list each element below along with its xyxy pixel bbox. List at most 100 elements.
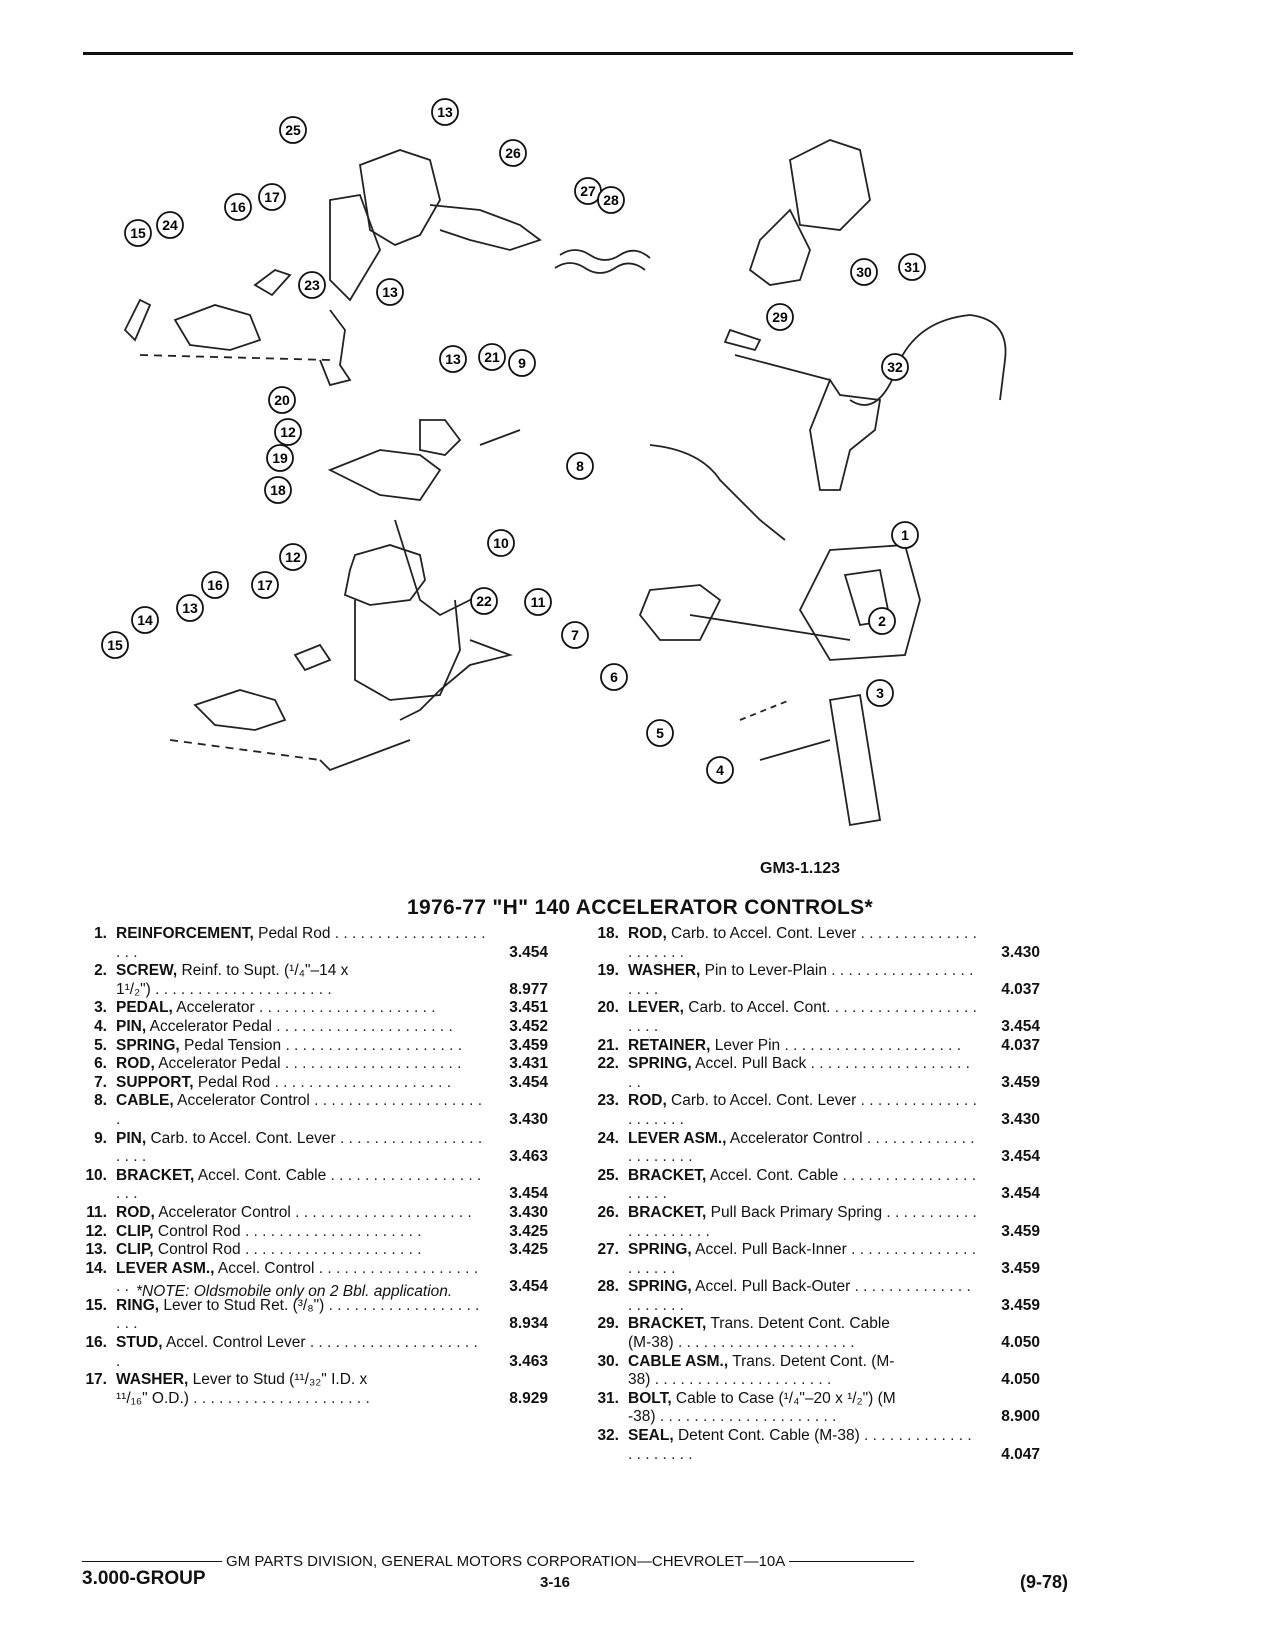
- group-code: 4.050: [1001, 1371, 1040, 1389]
- group-code: 4.037: [1001, 980, 1040, 998]
- callout-13: 13: [431, 98, 459, 126]
- part-number: 4.: [94, 1017, 107, 1035]
- group-code: 8.929: [509, 1389, 548, 1407]
- part-detail: Cable to Case (¹/₄"–20 x ¹/₂") (M -38): [628, 1389, 896, 1426]
- part-description: WASHER, Pin to Lever-Plain . . . . . . .…: [628, 962, 978, 999]
- group-code: 3.452: [509, 1017, 548, 1035]
- callout-13: 13: [439, 345, 467, 373]
- part-number: 28.: [597, 1278, 619, 1296]
- part-number: 30.: [597, 1352, 619, 1370]
- part-detail: Control Rod: [153, 1222, 241, 1240]
- dot-leaders: . . . . . . . . . . . . . . . . . . . . …: [673, 1334, 855, 1352]
- part-detail: Accelerator Control: [154, 1203, 291, 1221]
- group-code: 3.425: [509, 1241, 548, 1259]
- part-name: BRACKET,: [628, 1315, 707, 1333]
- callout-label: 31: [904, 259, 920, 275]
- callout-16: 16: [224, 193, 252, 221]
- callout-21: 21: [478, 343, 506, 371]
- part-name: WASHER,: [116, 1371, 189, 1389]
- callout-label: 13: [445, 351, 461, 367]
- dot-leaders: . . . . . . . . . . . . . . . . . . . . …: [650, 1371, 832, 1389]
- part-row: 10. BRACKET, Accel. Cont. Cable . . . . .…: [78, 1167, 548, 1204]
- group-code: 8.900: [1001, 1408, 1040, 1426]
- callout-label: 26: [505, 145, 521, 161]
- callout-27: 27: [574, 177, 602, 205]
- callout-label: 17: [264, 189, 280, 205]
- callout-label: 14: [137, 612, 153, 628]
- part-description: BRACKET, Accel. Cont. Cable . . . . . . …: [116, 1167, 486, 1204]
- callout-label: 15: [130, 225, 146, 241]
- part-name: LEVER ASM.,: [116, 1259, 215, 1277]
- callout-label: 8: [576, 458, 584, 474]
- part-number: 21.: [597, 1036, 619, 1054]
- dot-leaders: . . . . . . . . . . . . . . . . . . . . …: [280, 1055, 462, 1073]
- part-number: 18.: [597, 925, 619, 942]
- group-code: 3.454: [1001, 1185, 1040, 1203]
- part-detail: Accelerator Pedal: [146, 1017, 272, 1035]
- part-name: RING,: [116, 1296, 160, 1314]
- callout-15: 15: [124, 219, 152, 247]
- callout-23: 23: [298, 271, 326, 299]
- part-number: 19.: [597, 962, 619, 980]
- footer-date: (9-78): [1020, 1572, 1069, 1592]
- part-detail: Carb. to Accel. Cont.: [683, 999, 831, 1017]
- callout-1: 1: [891, 521, 919, 549]
- group-code: 3.454: [1001, 1017, 1040, 1035]
- part-detail: Detent Cont. Cable (M-38): [673, 1427, 860, 1445]
- part-row: 19. WASHER, Pin to Lever-Plain . . . . . …: [590, 962, 1040, 999]
- dot-leaders: . . . . . . . . . . . . . . . . . . . . …: [116, 1166, 482, 1203]
- dot-leaders: . . . . . . . . . . . . . . . . . . . . …: [270, 1073, 452, 1091]
- callout-label: 24: [162, 217, 178, 233]
- group-code: 3.430: [509, 1110, 548, 1128]
- part-row: 13.CLIP, Control Rod . . . . . . . . . .…: [78, 1241, 548, 1260]
- part-number: 29.: [597, 1315, 619, 1333]
- part-detail: Accelerator: [172, 999, 255, 1017]
- group-code: 3.463: [509, 1352, 548, 1370]
- part-name: CLIP,: [116, 1241, 154, 1259]
- part-row: 16.STUD, Accel. Control Lever . . . . . …: [78, 1334, 548, 1371]
- part-row: 15. RING, Lever to Stud Ret. (³/₈") . . .…: [78, 1297, 548, 1334]
- parts-list-right: 18.ROD, Carb. to Accel. Cont. Lever . . …: [590, 925, 1040, 1464]
- dot-leaders: . . . . . . . . . . . . . . . . . . . . …: [116, 1092, 483, 1128]
- part-description: BRACKET, Trans. Detent Cont. Cable (M-38…: [628, 1315, 978, 1352]
- part-description: PIN, Accelerator Pedal . . . . . . . . .…: [116, 1018, 486, 1037]
- callout-2: 2: [868, 607, 896, 635]
- dot-leaders: . . . . . . . . . . . . . . . . . . . . …: [628, 1241, 977, 1277]
- callout-label: 13: [437, 104, 453, 120]
- part-number: 25.: [597, 1166, 619, 1184]
- page-title: 1976-77 "H" 140 ACCELERATOR CONTROLS*: [407, 896, 873, 919]
- part-detail: Lever to Stud (¹¹/₃₂" I.D. x ¹¹/₁₆" O.D.…: [116, 1371, 368, 1407]
- group-code: 3.430: [509, 1203, 548, 1221]
- part-description: BOLT, Cable to Case (¹/₄"–20 x ¹/₂") (M …: [628, 1390, 978, 1427]
- group-code: 3.454: [509, 1278, 548, 1296]
- part-detail: Pedal Tension: [179, 1036, 282, 1054]
- part-name: PEDAL,: [116, 999, 173, 1017]
- part-description: RING, Lever to Stud Ret. (³/₈") . . . . …: [116, 1297, 486, 1334]
- dot-leaders: . . . . . . . . . . . . . . . . . . . . …: [116, 1334, 478, 1370]
- callout-label: 32: [887, 359, 903, 375]
- footer-division: GM PARTS DIVISION, GENERAL MOTORS CORPOR…: [226, 1553, 786, 1570]
- part-detail: Accelerator Control: [173, 1092, 310, 1110]
- part-name: PIN,: [116, 1017, 147, 1035]
- part-detail: Pull Back Primary Spring: [706, 1203, 883, 1221]
- callout-28: 28: [597, 186, 625, 214]
- part-description: STUD, Accel. Control Lever . . . . . . .…: [116, 1334, 486, 1371]
- callout-label: 5: [656, 725, 664, 741]
- callout-label: 2: [878, 613, 886, 629]
- part-row: 28.SPRING, Accel. Pull Back-Outer . . . …: [590, 1278, 1040, 1315]
- part-description: WASHER, Lever to Stud (¹¹/₃₂" I.D. x ¹¹/…: [116, 1371, 486, 1408]
- part-detail: Reinf. to Supt. (¹/₄"–14 x 1¹/₂"): [116, 962, 349, 998]
- part-number: 10.: [85, 1166, 107, 1184]
- dot-leaders: . . . . . . . . . . . . . . . . . . . . …: [188, 1389, 370, 1407]
- dot-leaders: . . . . . . . . . . . . . . . . . . . . …: [628, 962, 974, 998]
- part-detail: Carb. to Accel. Cont. Lever: [666, 1092, 857, 1110]
- callout-label: 28: [603, 192, 619, 208]
- group-code: 3.454: [1001, 1148, 1040, 1166]
- part-number: 15.: [85, 1296, 107, 1314]
- dot-leaders: . . . . . . . . . . . . . . . . . . . . …: [628, 1166, 977, 1203]
- dot-leaders: . . . . . . . . . . . . . . . . . . . . …: [116, 1129, 483, 1166]
- part-number: 8.: [94, 1092, 107, 1110]
- callout-11: 11: [524, 588, 552, 616]
- callout-label: 22: [476, 593, 492, 609]
- group-code: 3.454: [509, 1185, 548, 1203]
